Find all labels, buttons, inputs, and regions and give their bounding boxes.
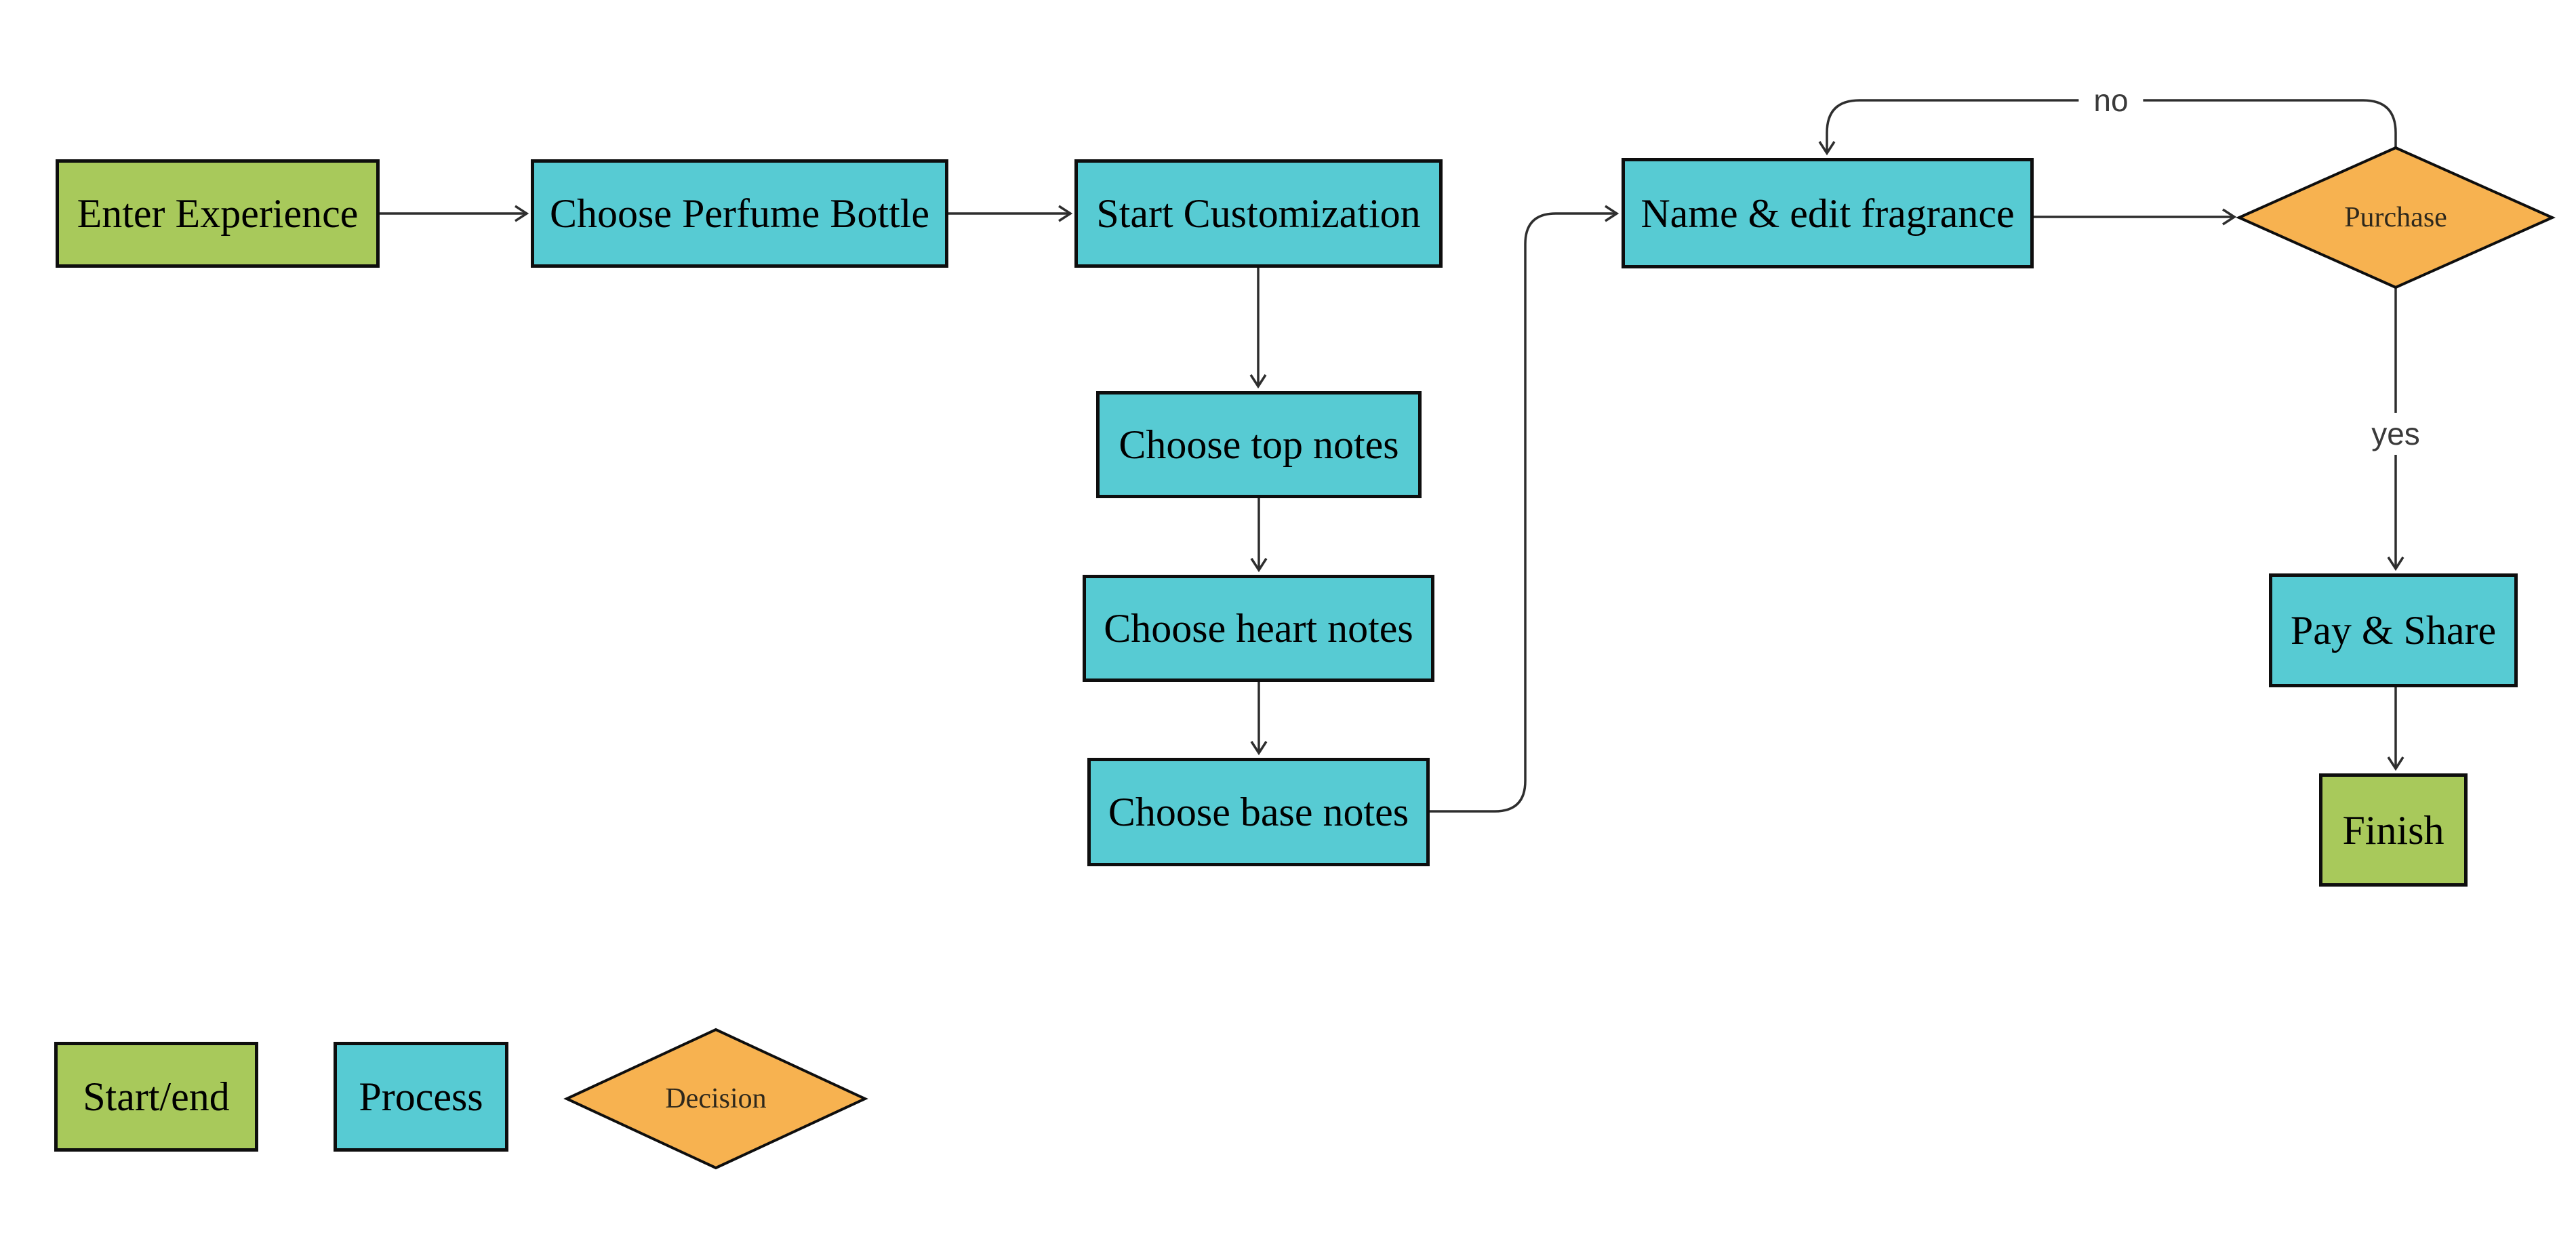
node-finish: Finish xyxy=(2319,773,2468,887)
node-start-customization: Start Customization xyxy=(1074,159,1443,268)
legend-decision-diamond xyxy=(563,1028,868,1170)
node-purchase-label: Purchase xyxy=(2344,202,2447,233)
legend-decision-label: Decision xyxy=(665,1083,767,1114)
legend-item-process: Process xyxy=(334,1042,508,1152)
node-name-edit-fragrance-label: Name & edit fragrance xyxy=(1641,190,2015,236)
node-choose-base-notes: Choose base notes xyxy=(1087,758,1430,866)
node-name-edit-fragrance: Name & edit fragrance xyxy=(1622,158,2034,268)
edge-label-no: no xyxy=(2078,79,2144,121)
node-choose-top-notes-label: Choose top notes xyxy=(1119,422,1399,467)
node-choose-top-notes: Choose top notes xyxy=(1096,391,1422,498)
node-pay-share-label: Pay & Share xyxy=(2290,608,2497,653)
legend-start-end-label: Start/end xyxy=(83,1074,230,1119)
edge-label-yes: yes xyxy=(2356,413,2435,455)
node-choose-heart-notes-label: Choose heart notes xyxy=(1104,606,1413,651)
node-start-customization-label: Start Customization xyxy=(1096,191,1421,236)
node-enter-experience: Enter Experience xyxy=(56,159,380,268)
legend-item-start-end: Start/end xyxy=(54,1042,258,1152)
edge-base-notes-to-name-edit xyxy=(1430,205,1619,813)
node-choose-heart-notes: Choose heart notes xyxy=(1083,575,1434,682)
node-choose-perfume-bottle: Choose Perfume Bottle xyxy=(531,159,948,268)
node-choose-base-notes-label: Choose base notes xyxy=(1108,790,1409,834)
node-finish-label: Finish xyxy=(2342,807,2444,853)
node-choose-perfume-bottle-label: Choose Perfume Bottle xyxy=(550,191,929,236)
legend-process-label: Process xyxy=(359,1074,483,1119)
node-enter-experience-label: Enter Experience xyxy=(77,191,359,236)
purchase-decision-diamond xyxy=(2236,146,2556,289)
node-pay-share: Pay & Share xyxy=(2269,573,2518,687)
